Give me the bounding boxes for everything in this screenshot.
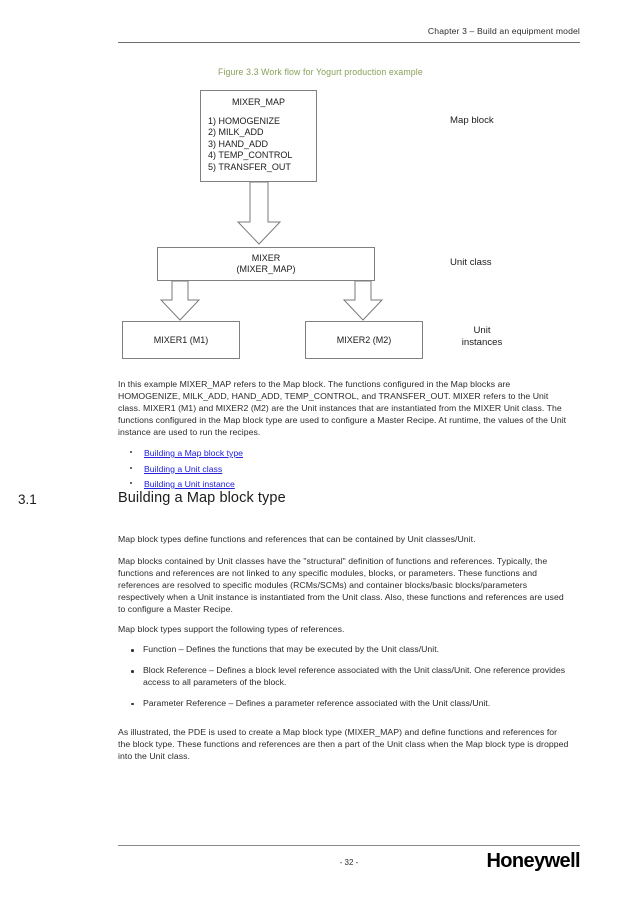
figure-caption: Figure 3.3 Work flow for Yogurt producti… bbox=[218, 67, 423, 77]
link-building-unit-instance[interactable]: Building a Unit instance bbox=[144, 479, 235, 489]
reference-types-list: Function – Defines the functions that ma… bbox=[127, 644, 567, 719]
list-item: Function – Defines the functions that ma… bbox=[127, 644, 567, 656]
unit-class-name: MIXER bbox=[251, 252, 281, 263]
list-item: Building a Map block type bbox=[122, 444, 422, 460]
section-number: 3.1 bbox=[18, 492, 37, 507]
map-block-title: MIXER_MAP bbox=[231, 97, 285, 107]
page-number: - 32 - bbox=[339, 858, 359, 867]
map-block-function-list: 1) HOMOGENIZE 2) MILK_ADD 3) HAND_ADD 4)… bbox=[201, 116, 316, 173]
unit-instance-label: MIXER1 (M1) bbox=[153, 335, 209, 345]
list-item: Block Reference – Defines a block level … bbox=[127, 665, 567, 689]
section-title: Building a Map block type bbox=[118, 490, 286, 506]
list-item: Building a Unit instance bbox=[122, 475, 422, 491]
diagram-box-map-block: MIXER_MAP 1) HOMOGENIZE 2) MILK_ADD 3) H… bbox=[200, 90, 317, 182]
page-header-chapter: Chapter 3 – Build an equipment model bbox=[427, 26, 580, 36]
link-building-unit-class[interactable]: Building a Unit class bbox=[144, 463, 223, 474]
map-block-function-item: 3) HAND_ADD bbox=[208, 138, 269, 149]
section-final-paragraph: As illustrated, the PDE is used to creat… bbox=[118, 727, 569, 761]
link-building-map-block-type[interactable]: Building a Map block type bbox=[144, 448, 243, 458]
map-block-function-item: 5) TRANSFER_OUT bbox=[208, 161, 291, 172]
section-intro-paragraph: Map block types define functions and ref… bbox=[118, 534, 476, 544]
map-block-function-item: 4) TEMP_CONTROL bbox=[208, 150, 293, 161]
unit-class-map-ref: (MIXER_MAP) bbox=[236, 264, 296, 274]
honeywell-logo: Honeywell bbox=[486, 850, 580, 872]
related-links-list: Building a Map block type Building a Uni… bbox=[122, 444, 422, 491]
side-label-unit-class: Unit class bbox=[450, 257, 492, 268]
section-structural-paragraph: Map blocks contained by Unit classes hav… bbox=[118, 556, 564, 614]
diagram-box-unit-instance-1: MIXER1 (M1) bbox=[122, 321, 240, 359]
list-item: Building a Unit class bbox=[122, 460, 422, 476]
side-label-unit-instances: Unit instances bbox=[442, 325, 522, 349]
diagram-arrows bbox=[159, 181, 384, 321]
list-item: Parameter Reference – Defines a paramete… bbox=[127, 698, 567, 710]
diagram-box-unit-class: MIXER (MIXER_MAP) bbox=[157, 247, 375, 281]
side-label-map-block: Map block bbox=[450, 115, 494, 126]
unit-instance-label: MIXER2 (M2) bbox=[336, 335, 392, 345]
workflow-diagram: MIXER_MAP 1) HOMOGENIZE 2) MILK_ADD 3) H… bbox=[0, 0, 638, 375]
footer-divider bbox=[118, 845, 580, 846]
example-paragraph: In this example MIXER_MAP refers to the … bbox=[118, 379, 567, 437]
section-support-paragraph: Map block types support the following ty… bbox=[118, 624, 345, 634]
side-label-unit-instances-line2: instances bbox=[461, 337, 503, 348]
map-block-function-item: 1) HOMOGENIZE bbox=[208, 116, 281, 126]
map-block-function-item: 2) MILK_ADD bbox=[208, 127, 264, 138]
diagram-box-unit-instance-2: MIXER2 (M2) bbox=[305, 321, 423, 359]
side-label-unit-instances-line1: Unit bbox=[473, 325, 491, 336]
header-divider bbox=[118, 42, 580, 43]
